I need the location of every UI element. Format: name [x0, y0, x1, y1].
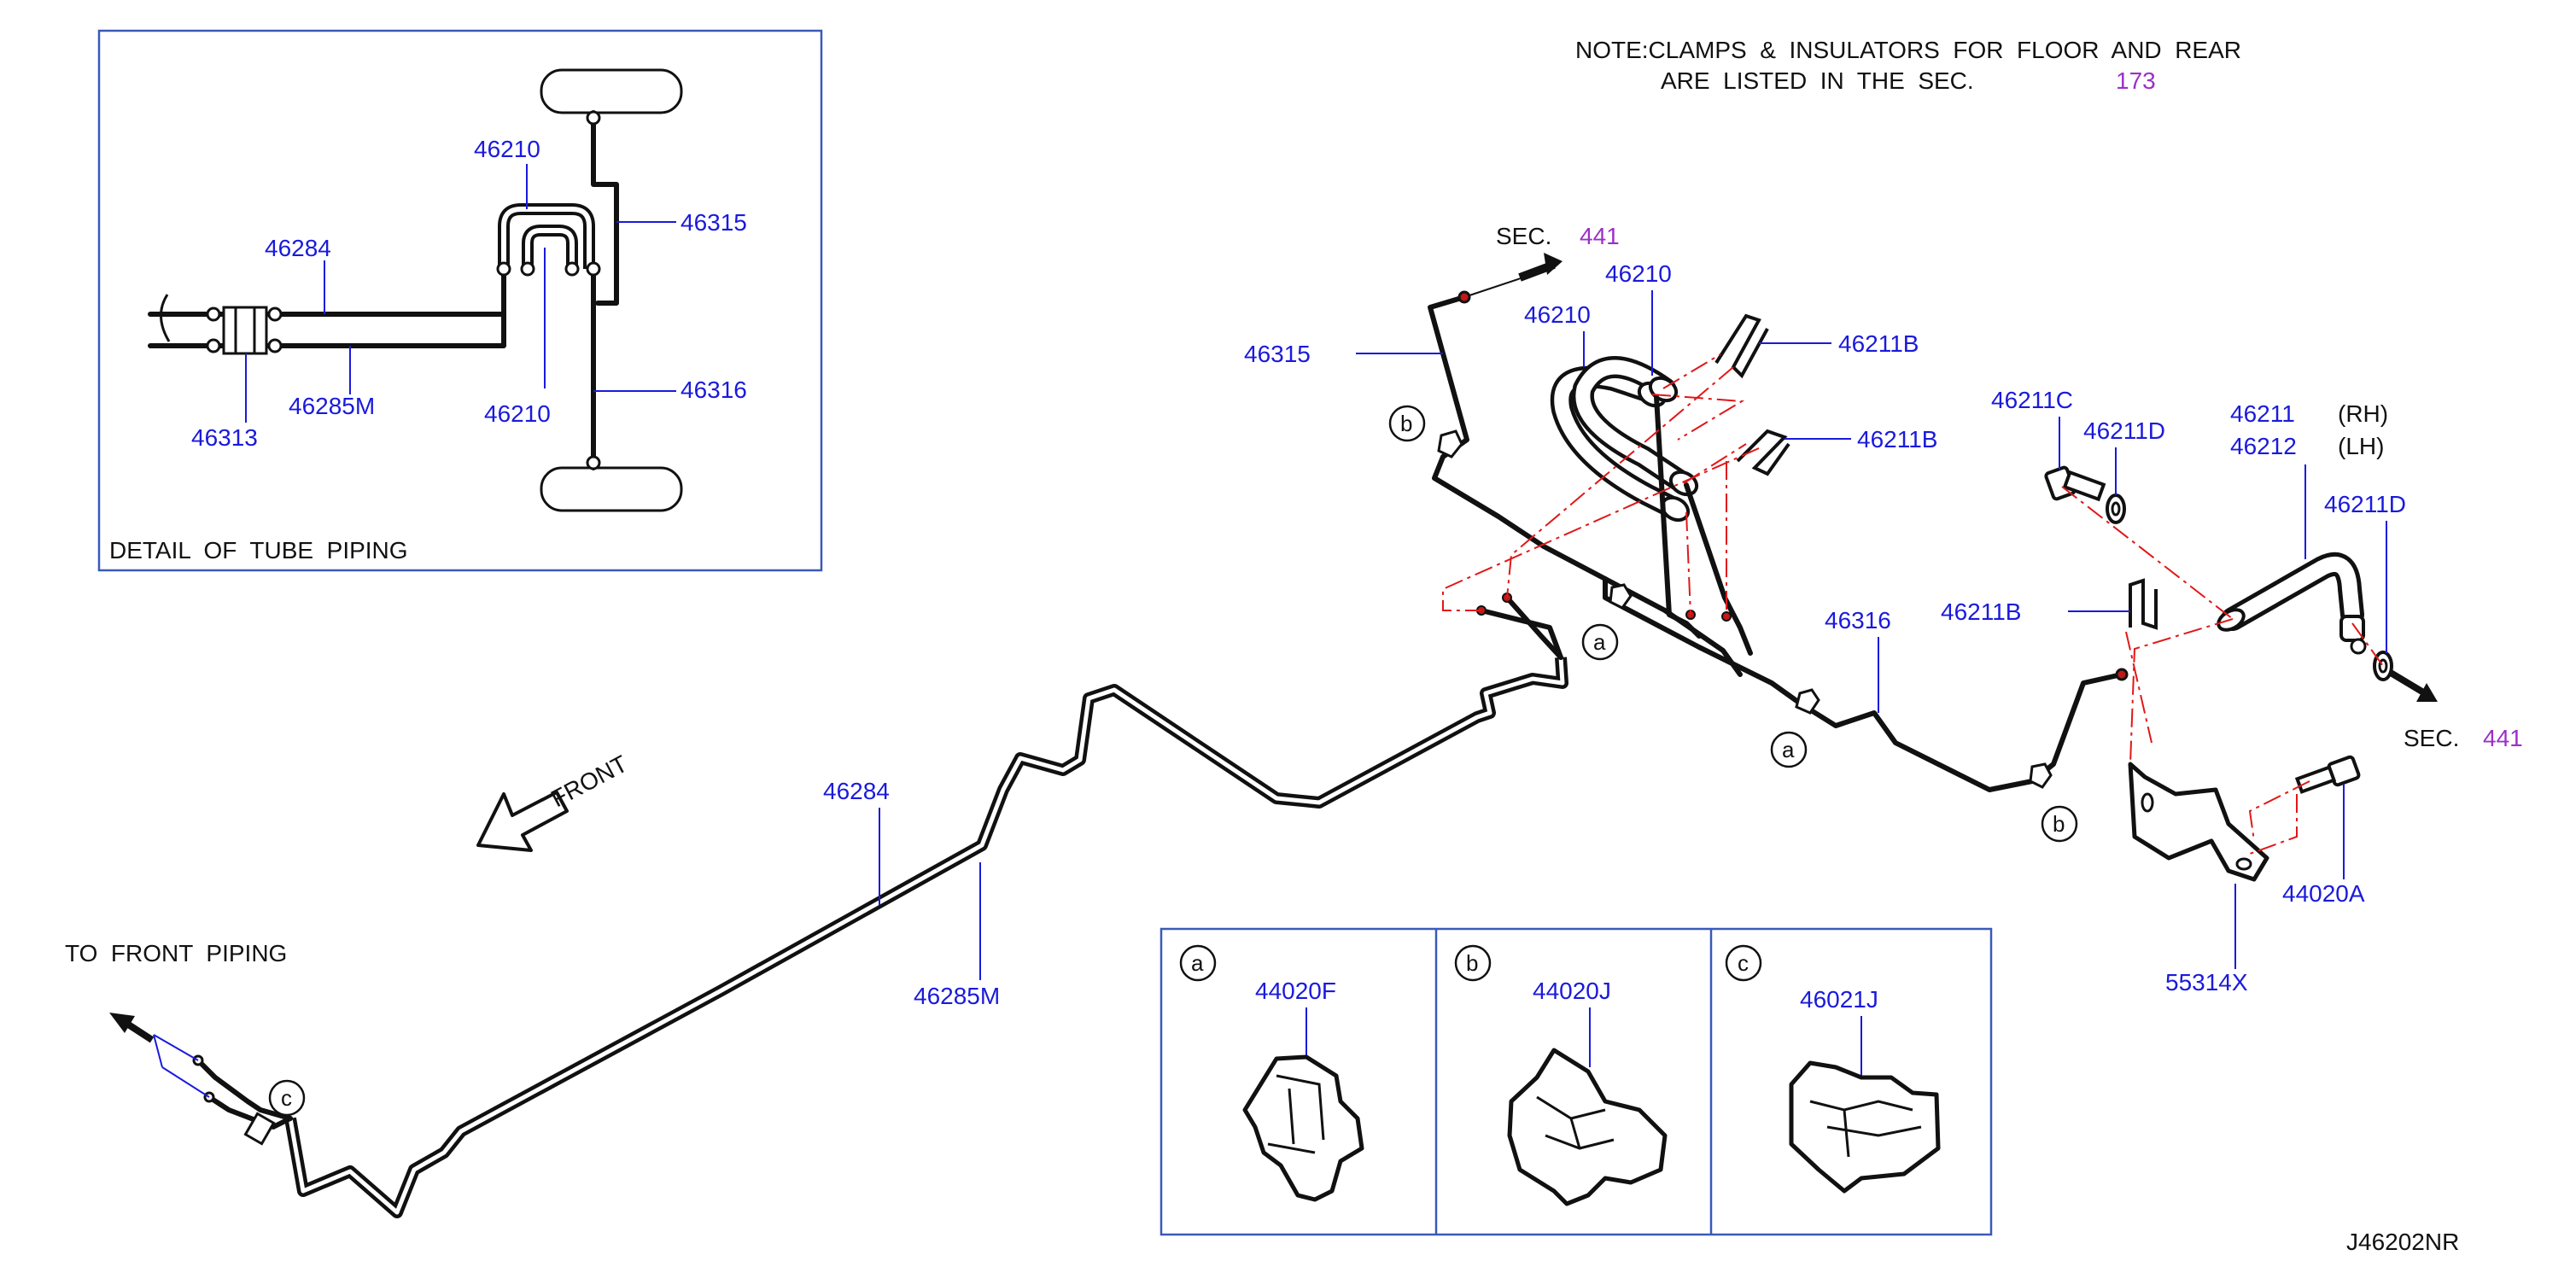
label-lh: (LH): [2338, 433, 2384, 459]
sec-right-label: SEC.: [2404, 725, 2459, 751]
note-line-2: ARE LISTED IN THE SEC.: [1661, 67, 1974, 94]
detail-label-46210-bottom: 46210: [484, 400, 551, 427]
arrow-sec-441-top-icon: [1544, 253, 1563, 275]
label-46211d-2: 46211D: [2324, 491, 2406, 517]
detail-of-tube-piping: DETAIL OF TUBE PIPING 4621: [97, 29, 823, 572]
label-46211b-3: 46211B: [1941, 598, 2021, 625]
detail-label-46315: 46315: [681, 209, 747, 236]
svg-text:b: b: [1466, 950, 1478, 976]
junction-block-46313: [222, 306, 268, 355]
clip-detail-a: a 44020F: [1179, 944, 1364, 1202]
arrow-sec-441-right-icon: [2416, 683, 2438, 702]
sec-right-number: 441: [2483, 725, 2523, 751]
installation-centerlines: [1442, 353, 2384, 855]
clip-44020f-shape: [1242, 1054, 1364, 1202]
label-46211b-1: 46211B: [1838, 330, 1919, 357]
label-46284: 46284: [823, 778, 890, 804]
callout-b-1: b: [1388, 405, 1426, 442]
front-label: FRONT: [546, 750, 632, 813]
clip-detail-b: b 44020J: [1454, 944, 1668, 1206]
label-46285m: 46285M: [914, 983, 1000, 1009]
clip-b-part-number: 44020J: [1533, 978, 1611, 1004]
clip-46211b-1: [1714, 313, 1769, 379]
label-rh: (RH): [2338, 400, 2388, 427]
detail-label-46313: 46313: [191, 424, 258, 451]
detail-label-46210-top: 46210: [474, 136, 540, 162]
svg-text:c: c: [1738, 950, 1749, 976]
label-46211d-1: 46211D: [2083, 417, 2165, 444]
label-46212: 46212: [2230, 433, 2297, 459]
wheel-bottom: [540, 466, 683, 512]
svg-text:b: b: [2053, 811, 2065, 837]
clip-a-part-number: 44020F: [1255, 978, 1336, 1004]
callout-a-1: a: [1581, 623, 1619, 661]
tube-46316: [1603, 576, 2129, 792]
label-44020a: 44020A: [2282, 880, 2365, 907]
clip-46021j-shape: [1789, 1060, 1941, 1194]
detail-label-46284: 46284: [265, 235, 331, 261]
label-55314x: 55314X: [2165, 969, 2248, 996]
label-46210-a: 46210: [1524, 301, 1591, 328]
clip-detail-panel: a 44020F b 44020J c 46021J: [1159, 927, 1993, 1236]
wheel-top: [540, 68, 683, 114]
label-46316: 46316: [1825, 607, 1891, 634]
svg-text:a: a: [1782, 737, 1795, 762]
tube-46210-pair: [1550, 356, 1753, 656]
detail-title: DETAIL OF TUBE PIPING: [109, 537, 408, 563]
bracket-55314x: [2128, 762, 2269, 882]
clip-46211b-3: [2129, 578, 2158, 630]
arrow-to-front-icon: [109, 1013, 135, 1033]
diagram-code: J46202NR: [2346, 1229, 2459, 1255]
callout-c-1: c: [268, 1079, 306, 1117]
callout-b-2: b: [2041, 805, 2078, 843]
sec-top-number: 441: [1580, 223, 1620, 249]
brake-hose-46211: [2217, 552, 2367, 655]
bolt-44020a: [2294, 755, 2361, 794]
detail-label-46316: 46316: [681, 377, 747, 403]
note-sec-number: 173: [2116, 67, 2156, 94]
clip-44020j-shape: [1507, 1048, 1668, 1206]
label-46211b-2: 46211B: [1857, 426, 1937, 452]
to-front-piping-end: TO FRONT PIPING: [65, 940, 293, 1146]
main-brake-tube-46284-46285m: [284, 593, 1568, 1218]
svg-text:c: c: [281, 1085, 292, 1111]
label-46211c: 46211C: [1991, 387, 2073, 413]
clip-c-part-number: 46021J: [1800, 986, 1878, 1013]
bolt-46211c: [2044, 465, 2106, 502]
svg-text:a: a: [1593, 629, 1606, 655]
label-46210-b: 46210: [1605, 260, 1672, 287]
svg-text:a: a: [1191, 950, 1204, 976]
to-front-piping-label: TO FRONT PIPING: [65, 940, 287, 966]
front-arrow-icon: [476, 791, 569, 852]
clip-46211b-2: [1736, 429, 1790, 476]
svg-text:b: b: [1400, 411, 1412, 436]
label-46211: 46211: [2230, 400, 2295, 427]
sec-top-label: SEC.: [1496, 223, 1551, 249]
label-46315: 46315: [1244, 341, 1311, 367]
washer-46211d-1: [2106, 493, 2126, 524]
front-direction-indicator: FRONT: [476, 750, 632, 852]
clip-detail-c: c 46021J: [1725, 944, 1941, 1194]
callout-a-2: a: [1770, 731, 1808, 768]
detail-label-46285m: 46285M: [289, 393, 375, 419]
note-line-1: NOTE:CLAMPS & INSULATORS FOR FLOOR AND R…: [1575, 37, 2241, 63]
